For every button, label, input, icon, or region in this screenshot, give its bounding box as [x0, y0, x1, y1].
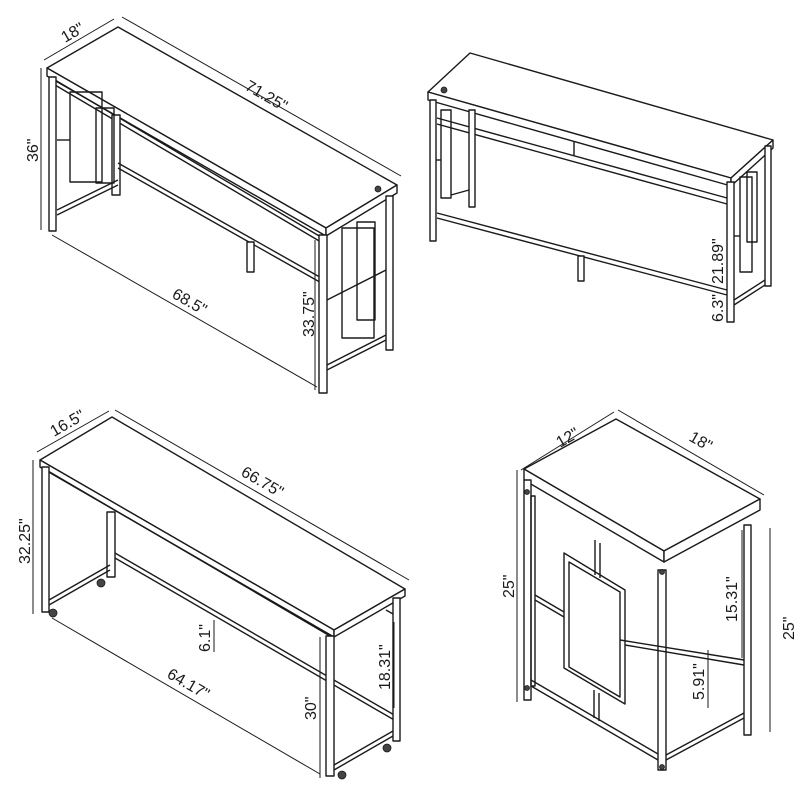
desktop — [39, 416, 406, 631]
dim-apron-label: 6.1" — [197, 624, 214, 652]
leg — [523, 479, 532, 701]
leg — [325, 635, 335, 777]
dim-upper-gap-label: 15.31" — [724, 576, 741, 622]
leg — [657, 569, 667, 771]
dim-clearance-height-label: 33.75" — [301, 291, 318, 337]
dim-height-label: 36" — [25, 139, 42, 162]
leg — [111, 114, 121, 196]
caster-wheel — [48, 608, 58, 618]
leg — [743, 524, 752, 736]
caster-wheel — [382, 743, 392, 753]
stool-view: 12" 18" 25" 15.31" 5.91" 25" — [501, 409, 798, 771]
dim-rail-height-label: 6.3" — [710, 294, 727, 322]
leg — [48, 76, 57, 232]
bolt — [524, 489, 530, 495]
dim-width-label: 18" — [686, 429, 715, 455]
dim-rail-gap-label: 21.89" — [710, 238, 727, 284]
dim-height-label: 32.25" — [17, 518, 34, 564]
leg — [246, 241, 255, 273]
grommet-hole — [440, 86, 448, 94]
leg — [106, 511, 116, 578]
dim-inner-height-label: 18.31" — [377, 644, 394, 690]
leg — [385, 195, 394, 351]
dim-lower-gap-label: 5.91" — [691, 663, 708, 700]
leg — [764, 145, 772, 287]
leg — [318, 234, 328, 394]
dim-clearance-height-label: 30" — [303, 697, 320, 720]
leg — [41, 466, 50, 613]
leg — [429, 99, 437, 242]
caster-wheel — [337, 770, 347, 780]
caster-wheel — [96, 578, 106, 588]
dim-height-left-label: 25" — [501, 575, 518, 598]
tabletop — [46, 26, 398, 229]
dim-height-right-label: 25" — [781, 617, 798, 640]
bar-table-rear-view: 21.89" 6.3" — [427, 52, 774, 323]
bolt — [659, 764, 665, 770]
rolling-desk-view: 16.5" 66.75" 32.25" 6.1" 64.17" 18.31" 3… — [17, 407, 410, 780]
bolt — [659, 569, 665, 575]
bolt — [524, 685, 530, 691]
grommet-hole — [374, 185, 382, 193]
leg — [726, 181, 735, 323]
dim-depth-label: 18" — [59, 20, 88, 46]
leg — [577, 255, 585, 282]
leg — [392, 597, 401, 742]
tabletop — [427, 52, 774, 179]
leg — [468, 109, 476, 208]
bar-table-front-view: 18" 71.25" 36" 68.5" 33.75" — [25, 16, 402, 394]
